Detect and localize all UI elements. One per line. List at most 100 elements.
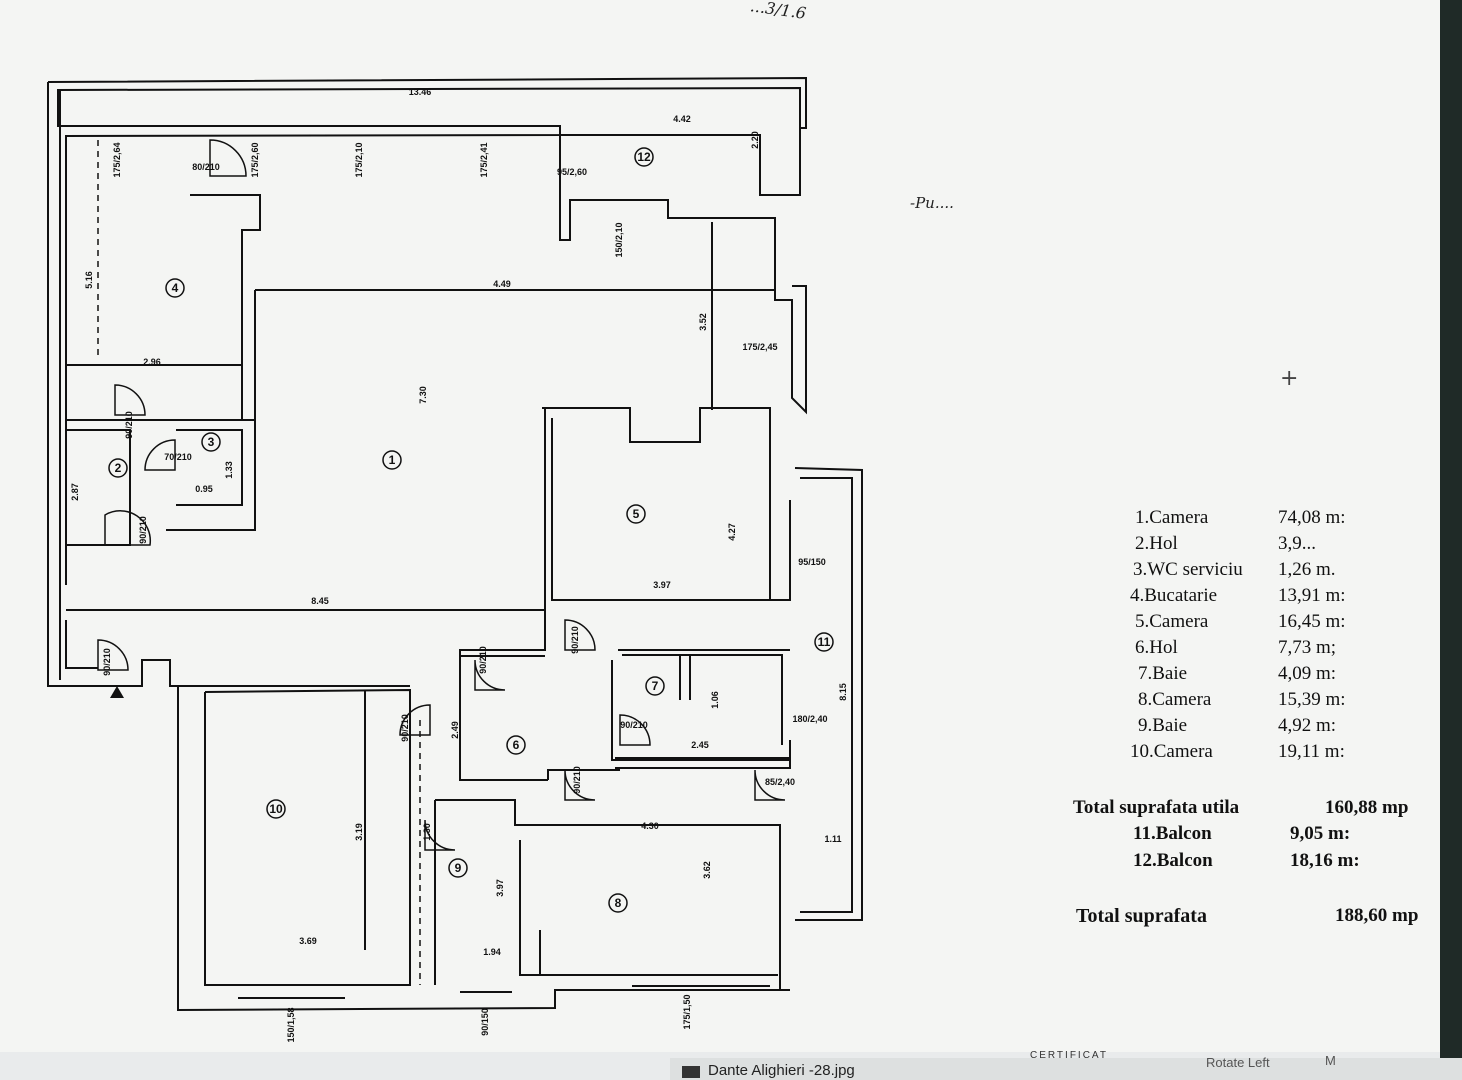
dimension-label: 90/150 — [480, 1008, 490, 1036]
dimension-label: 3.62 — [702, 861, 712, 879]
viewer-bottom-bar — [670, 1058, 1462, 1080]
dimension-label: 4.30 — [641, 821, 659, 831]
dimension-label: 7.30 — [418, 386, 428, 404]
dimension-label: 1.06 — [710, 691, 720, 709]
dimension-label: 13.46 — [409, 87, 432, 97]
legend-room-area: 16,45 m: — [1278, 611, 1346, 632]
room-number: 2 — [115, 461, 122, 475]
dimension-label: 90/210 — [124, 411, 134, 439]
legend-room-area: 1,26 m. — [1278, 559, 1336, 580]
dimension-label: 95/2,60 — [557, 167, 587, 177]
room-number: 9 — [455, 861, 462, 875]
rotate-left-button[interactable]: Rotate Left — [1206, 1055, 1270, 1070]
legend-room-area: 4,92 m: — [1278, 715, 1337, 736]
viewer-filename: Dante Alighieri -28.jpg — [708, 1062, 855, 1079]
dimension-label: 3.52 — [698, 313, 708, 331]
dimension-label: 90/210 — [478, 646, 488, 674]
dimension-label: 175/2,41 — [479, 142, 489, 177]
legend-room-area: 74,08 m: — [1278, 507, 1346, 528]
dimension-label: 3.19 — [354, 823, 364, 841]
total-label: Total suprafata — [1076, 905, 1207, 927]
dimension-label: 4.27 — [727, 523, 737, 541]
dimension-label: 2.20 — [750, 131, 760, 149]
balcony-11-label: 11.Balcon — [1133, 823, 1212, 844]
dimension-label: 175/2,10 — [354, 142, 364, 177]
dimension-label: 90/210 — [102, 648, 112, 676]
dimension-label: 150/2,10 — [614, 222, 624, 257]
room-number: 12 — [637, 150, 651, 164]
dimension-label: 70/210 — [164, 452, 192, 462]
crosshair-cursor: + — [1280, 366, 1299, 391]
dimension-label: 90/210 — [138, 516, 148, 544]
right-edge-strip — [1440, 0, 1462, 1080]
legend-room-name: 2.Hol — [1135, 533, 1178, 554]
legend-room-name: 6.Hol — [1135, 637, 1178, 658]
dimension-label: 90/210 — [620, 720, 648, 730]
dimension-label: 4.49 — [493, 279, 511, 289]
total-useful-label: Total suprafata utila — [1073, 797, 1240, 818]
dimension-label: 1.94 — [483, 947, 501, 957]
legend-room-name: 7.Baie — [1138, 663, 1188, 684]
dimension-label: 90/210 — [572, 766, 582, 794]
dimension-label: 175/2,64 — [112, 142, 122, 177]
room-number: 3 — [208, 435, 215, 449]
dimension-label: 2.49 — [450, 721, 460, 739]
dimension-label: 8.15 — [838, 683, 848, 701]
legend-room-name: 10.Camera — [1130, 741, 1213, 762]
dimension-label: 80/210 — [192, 162, 220, 172]
image-file-icon — [682, 1066, 700, 1078]
room-number: 1 — [389, 453, 396, 467]
dimension-label: 2.87 — [70, 483, 80, 501]
room-number: 7 — [652, 679, 659, 693]
dimension-label: 4.42 — [673, 114, 691, 124]
dimension-label: 3.97 — [495, 879, 505, 897]
dimension-labels: 13.46 4.42 2.20 175/2,64 80/210 175/2,60 175/2… — [70, 87, 848, 1043]
legend-room-area: 4,09 m: — [1278, 663, 1337, 684]
dimension-label: 5.16 — [84, 271, 94, 289]
legend-room-name: 4.Bucatarie — [1130, 585, 1218, 606]
dimension-label: 90/210 — [400, 714, 410, 742]
balcony-12-value: 18,16 m: — [1290, 850, 1360, 871]
dimension-label: 1.11 — [824, 834, 841, 844]
dimension-label: 1.33 — [224, 461, 234, 479]
room-number: 4 — [172, 281, 179, 295]
legend-room-name: 5.Camera — [1135, 611, 1209, 632]
legend-room-area: 19,11 m: — [1278, 741, 1345, 762]
dimension-label: 95/150 — [798, 557, 826, 567]
legend-room-area: 7,73 m; — [1278, 637, 1337, 658]
dimension-label: 175/2,60 — [250, 142, 260, 177]
legend-room-name: 8.Camera — [1138, 689, 1212, 710]
legend-room-name: 3.WC serviciu — [1133, 559, 1243, 580]
room-number: 8 — [615, 896, 622, 910]
legend-room-area: 15,39 m: — [1278, 689, 1346, 710]
dimension-label: 85/2,40 — [765, 777, 795, 787]
dimension-label: 3.97 — [653, 580, 671, 590]
legend-room-area: 13,91 m: — [1278, 585, 1346, 606]
room-number: 10 — [269, 802, 283, 816]
dimension-label: 2.45 — [691, 740, 709, 750]
dimension-label: 8.45 — [311, 596, 329, 606]
legend-room-name: 1.Camera — [1135, 507, 1209, 528]
balcony-11-value: 9,05 m: — [1290, 823, 1351, 844]
dimension-label: 3.69 — [299, 936, 317, 946]
dimension-label: 175/1,50 — [682, 994, 692, 1029]
dimension-label: 0.95 — [195, 484, 213, 494]
dimension-label: 90/210 — [570, 626, 580, 654]
handwritten-note-side: -Pu.... — [910, 194, 954, 212]
total-value: 188,60 mp — [1335, 905, 1419, 926]
more-button[interactable]: M — [1325, 1053, 1336, 1068]
dimension-label: 150/1,58 — [286, 1007, 296, 1042]
legend-room-area: 3,9... — [1278, 533, 1316, 554]
balcony-12-label: 12.Balcon — [1133, 850, 1213, 871]
total-useful-value: 160,88 mp — [1325, 797, 1409, 818]
room-number: 11 — [818, 635, 831, 649]
dimension-label: 175/2,45 — [742, 342, 777, 352]
dimension-label: 2.96 — [143, 357, 161, 367]
room-number: 5 — [633, 507, 640, 521]
room-number: 6 — [513, 738, 520, 752]
dimension-label: 180/2,40 — [792, 714, 827, 724]
legend-room-name: 9.Baie — [1138, 715, 1188, 736]
certificate-stamp: CERTIFICAT — [1030, 1050, 1108, 1061]
